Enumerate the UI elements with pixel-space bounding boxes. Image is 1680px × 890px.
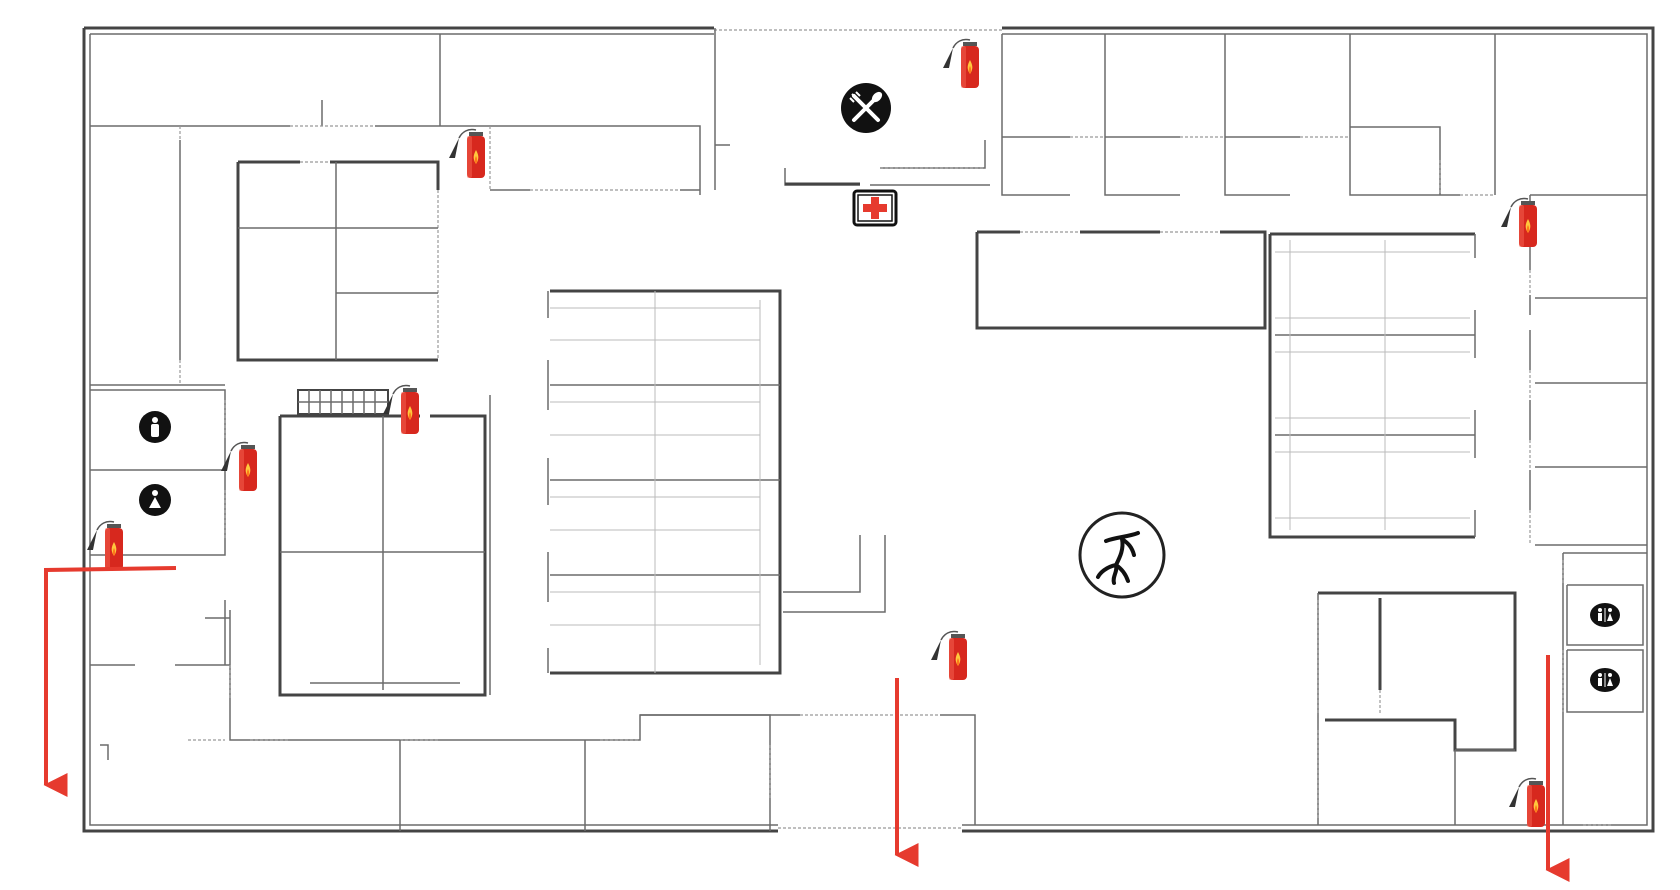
central-shelves [547, 289, 886, 675]
sculpture-icon [1078, 511, 1166, 599]
unisex-restroom-icon [1590, 668, 1620, 692]
bottom-right-rooms [1317, 552, 1647, 826]
fire-extinguisher-icon [930, 630, 968, 681]
top-right-rooms [1001, 34, 1647, 196]
fire-extinguisher-icon [1500, 197, 1538, 248]
restroom-men-icon [139, 411, 171, 443]
fire-extinguisher-icon [86, 520, 124, 571]
bottom-left-rooms [90, 600, 976, 831]
top-left-rooms [90, 34, 701, 386]
upper-left-block [236, 160, 440, 362]
restroom-women-icon [139, 484, 171, 516]
fire-extinguisher-icon [220, 441, 258, 492]
right-shelves [1268, 232, 1476, 539]
first-aid-icon [852, 189, 898, 227]
unisex-restroom-icon [1590, 603, 1620, 627]
fire-extinguisher-icon [1508, 777, 1546, 828]
restaurant-icon [841, 83, 891, 133]
service-area [714, 28, 990, 190]
left-restrooms [90, 389, 226, 556]
exit-arrow-icon [43, 566, 177, 797]
right-offices [1529, 195, 1647, 546]
outer-walls [82, 26, 1655, 833]
fire-extinguisher-icon [942, 38, 980, 89]
fire-extinguisher-icon [448, 128, 486, 179]
stairs [297, 389, 389, 415]
right-long-room [975, 230, 1267, 330]
center-left-block [278, 395, 491, 697]
